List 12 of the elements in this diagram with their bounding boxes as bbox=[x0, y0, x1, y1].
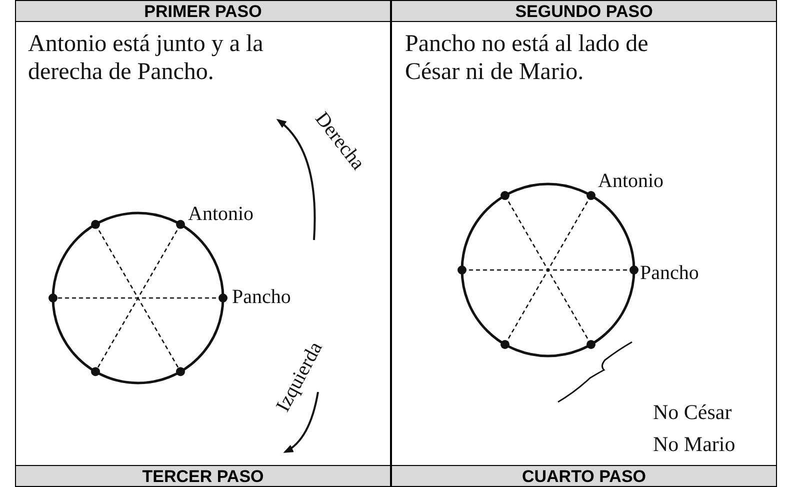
seat-label: Antonio bbox=[188, 203, 254, 226]
seat-label: Pancho bbox=[640, 262, 699, 285]
seat-label: Pancho bbox=[232, 286, 291, 309]
header-cell: CUARTO PASO bbox=[391, 465, 777, 487]
seat-label: Antonio bbox=[598, 170, 664, 193]
note-text: No Mario bbox=[653, 432, 736, 457]
note-text: No César bbox=[653, 400, 732, 425]
header-cell: PRIMER PASO bbox=[15, 0, 391, 22]
header-cell: SEGUNDO PASO bbox=[391, 0, 777, 22]
instruction-text: Antonio está junto y a la derecha de Pancho. bbox=[28, 30, 264, 86]
instruction-text: Pancho no está al lado de César ni de Mario. bbox=[405, 30, 650, 86]
header-cell: TERCER PASO bbox=[15, 465, 391, 487]
